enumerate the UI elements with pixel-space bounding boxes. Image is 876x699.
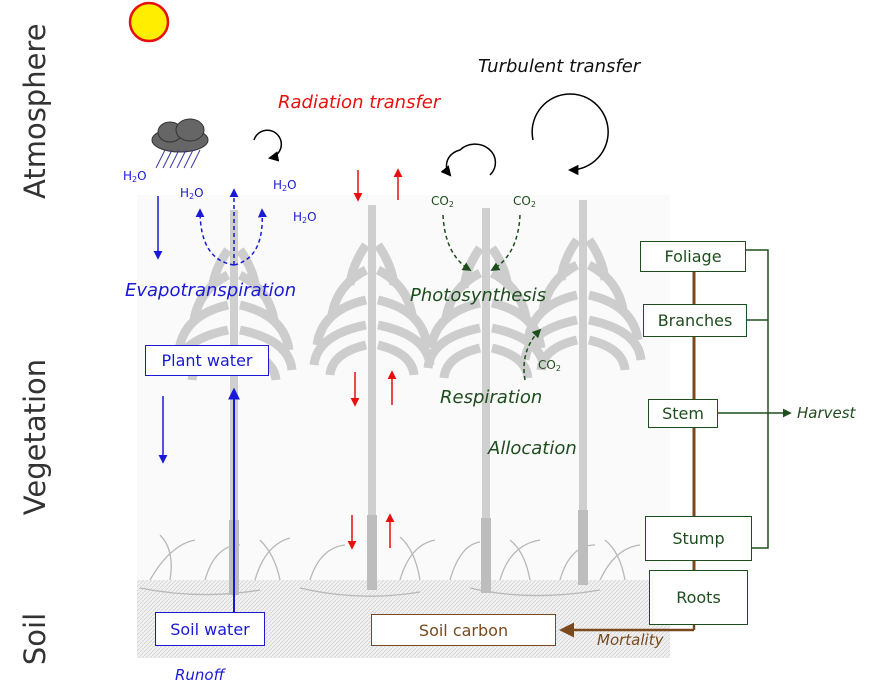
mortality-label: Mortality	[597, 631, 664, 649]
soil-carbon-box: Soil carbon	[371, 614, 556, 646]
radiation-transfer-label: Radiation transfer	[278, 92, 441, 113]
sun-icon	[128, 1, 170, 43]
roots-box: Roots	[649, 570, 748, 625]
evapotranspiration-label: Evapotranspiration	[125, 280, 297, 301]
branches-box: Branches	[643, 304, 747, 337]
h2o-label: H2O	[123, 169, 147, 184]
foliage-box: Foliage	[640, 241, 746, 272]
respiration-label: Respiration	[440, 387, 543, 408]
swirl-arrow-icon	[253, 129, 283, 162]
stump-box: Stump	[645, 516, 752, 561]
layer-label-vegetation: Vegetation	[18, 358, 52, 516]
co2-label: CO2	[538, 358, 561, 373]
layer-label-soil: Soil	[18, 612, 52, 666]
layer-label-atmosphere: Atmosphere	[18, 23, 52, 199]
allocation-label: Allocation	[488, 438, 577, 459]
swirl-arrow-icon	[531, 93, 609, 176]
cloud-rain-icon	[151, 118, 209, 169]
h2o-label: H2O	[180, 186, 204, 201]
runoff-label: Runoff	[175, 666, 225, 684]
ground-grass	[139, 534, 641, 597]
soil-water-box: Soil water	[155, 612, 265, 646]
h2o-label: H2O	[273, 178, 297, 193]
plant-water-box: Plant water	[145, 345, 269, 376]
co2-label: CO2	[513, 194, 536, 209]
stem-box: Stem	[648, 399, 718, 428]
harvest-label: Harvest	[797, 404, 856, 422]
photosynthesis-label: Photosynthesis	[410, 285, 547, 306]
turbulent-transfer-label: Turbulent transfer	[478, 56, 641, 77]
h2o-label: H2O	[293, 210, 317, 225]
swirl-arrow-icon	[440, 143, 497, 177]
co2-label: CO2	[431, 194, 454, 209]
